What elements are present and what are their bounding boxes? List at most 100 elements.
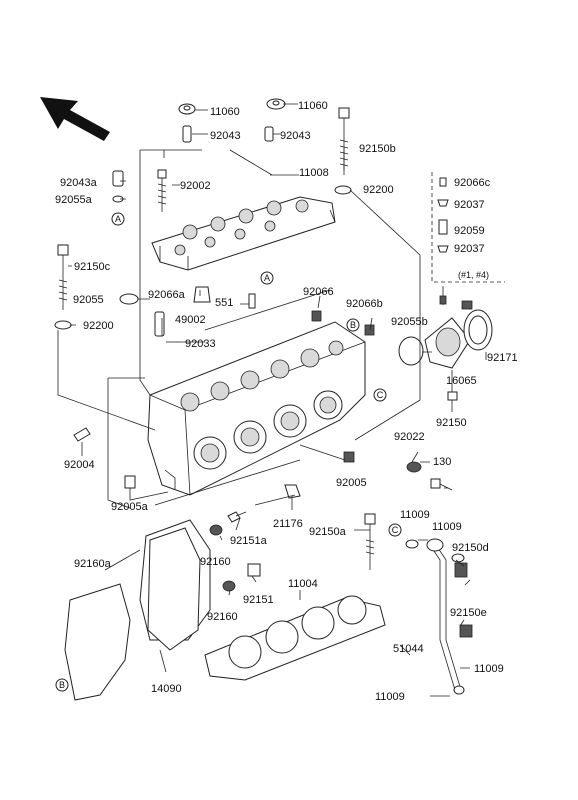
svg-text:C: C (392, 525, 399, 535)
fitting-parts-box (431, 172, 505, 305)
label-51044: 51044 (393, 643, 424, 655)
label-92066: 92066 (303, 286, 334, 298)
label-92150: 92150 (436, 417, 467, 429)
label-92004: 92004 (64, 459, 95, 471)
label-92066a: 92066a (148, 289, 186, 301)
label-fitment-note: (#1, #4) (458, 270, 489, 280)
label-92043-right: 92043 (280, 130, 311, 142)
label-92005a: 92005a (111, 501, 149, 513)
label-92150d: 92150d (452, 542, 489, 554)
washer-11060-right (266, 98, 286, 110)
plug-92066a (193, 286, 211, 303)
bolt-92150a (364, 513, 376, 570)
washer-11060-left (178, 103, 196, 115)
label-92055a: 92055a (55, 194, 93, 206)
bolt-92002 (157, 169, 167, 212)
label-49002: 49002 (175, 314, 206, 326)
bolt-92150c (57, 244, 69, 310)
dowel-92043-right (264, 126, 274, 142)
svg-text:A: A (264, 273, 270, 283)
label-92200-left: 92200 (83, 320, 114, 332)
label-92005: 92005 (336, 477, 367, 489)
o-ring-92055 (119, 293, 139, 305)
callout-c-pipe: C (388, 523, 402, 537)
head-gasket-11004 (204, 595, 386, 681)
label-92151: 92151 (243, 594, 274, 606)
holder-16065 (424, 317, 471, 369)
callout-b-head: B (346, 318, 360, 332)
label-92055: 92055 (73, 294, 104, 306)
label-14090: 14090 (151, 683, 182, 695)
label-92066b: 92066b (346, 298, 383, 310)
sensor-21176 (284, 484, 301, 499)
label-11009-a: 11009 (400, 509, 430, 521)
svg-text:C: C (377, 390, 384, 400)
label-92002: 92002 (180, 180, 211, 192)
label-11009-d: 11009 (375, 691, 405, 703)
label-16065: 16065 (446, 375, 477, 387)
label-92043-left: 92043 (210, 130, 241, 142)
dowel-92043-left (182, 125, 192, 143)
washer-92160-lower (222, 580, 236, 592)
label-11009-b: 11009 (432, 521, 462, 533)
camshaft-holder (151, 196, 336, 271)
label-11008: 11008 (299, 167, 329, 179)
label-92043a: 92043a (60, 177, 98, 189)
sensor-92005 (343, 451, 355, 463)
label-92059: 92059 (454, 225, 485, 237)
callout-b-gasket: B (55, 678, 69, 692)
label-11060-right: 11060 (298, 100, 328, 112)
front-direction-arrow-icon (40, 97, 110, 141)
cover-14090 (147, 527, 201, 651)
clamp-92171 (461, 300, 493, 351)
washers-11009 (405, 539, 465, 563)
stud-92004 (73, 427, 91, 442)
label-92037-top: 92037 (454, 199, 485, 211)
washer-92200-left (54, 320, 72, 330)
label-92066c: 92066c (454, 177, 491, 189)
leader-lines (57, 103, 487, 697)
washer-92160-upper (209, 524, 223, 536)
label-92033: 92033 (185, 338, 216, 350)
part-labels: 11060 11060 92043 92043 92150b 11008 920… (55, 100, 518, 703)
label-92150c: 92150c (74, 261, 111, 273)
plug-92066 (311, 310, 322, 322)
label-92150a: 92150a (309, 526, 347, 538)
bolt-92150 (447, 391, 458, 412)
label-551: 551 (215, 297, 233, 309)
cylinder-head (147, 289, 366, 496)
label-21176: 21176 (273, 518, 303, 530)
label-130: 130 (433, 456, 451, 468)
dowel-92043a (112, 170, 124, 187)
label-92150e: 92150e (450, 607, 487, 619)
label-11009-c: 11009 (474, 663, 504, 675)
sensor-92005a (124, 475, 136, 489)
svg-text:A: A (115, 214, 121, 224)
oil-pipe-51044 (426, 538, 473, 695)
label-92200-top: 92200 (363, 184, 394, 196)
callout-a-head: A (260, 271, 274, 285)
svg-text:B: B (350, 320, 356, 330)
label-11060-left: 11060 (210, 106, 240, 118)
o-ring-92055b (398, 336, 424, 366)
stud-49002 (154, 311, 165, 337)
label-92150b: 92150b (359, 143, 396, 155)
svg-text:B: B (59, 680, 65, 690)
plug-92066b (364, 324, 375, 336)
washer-92022 (406, 461, 422, 473)
bolt-130 (430, 478, 453, 491)
washer-92200-right (334, 185, 352, 195)
label-92160a: 92160a (74, 558, 112, 570)
label-92022: 92022 (394, 431, 425, 443)
label-11004: 11004 (288, 578, 318, 590)
label-92171: 92171 (487, 352, 518, 364)
label-92037-bottom: 92037 (454, 243, 485, 255)
label-92160-lower: 92160 (207, 611, 238, 623)
bolt-92151a (227, 511, 247, 523)
label-92151a: 92151a (230, 535, 268, 547)
callout-a-top: A (111, 212, 125, 226)
pin-551 (248, 293, 256, 309)
label-92055b: 92055b (391, 316, 428, 328)
label-92160-upper: 92160 (200, 556, 231, 568)
